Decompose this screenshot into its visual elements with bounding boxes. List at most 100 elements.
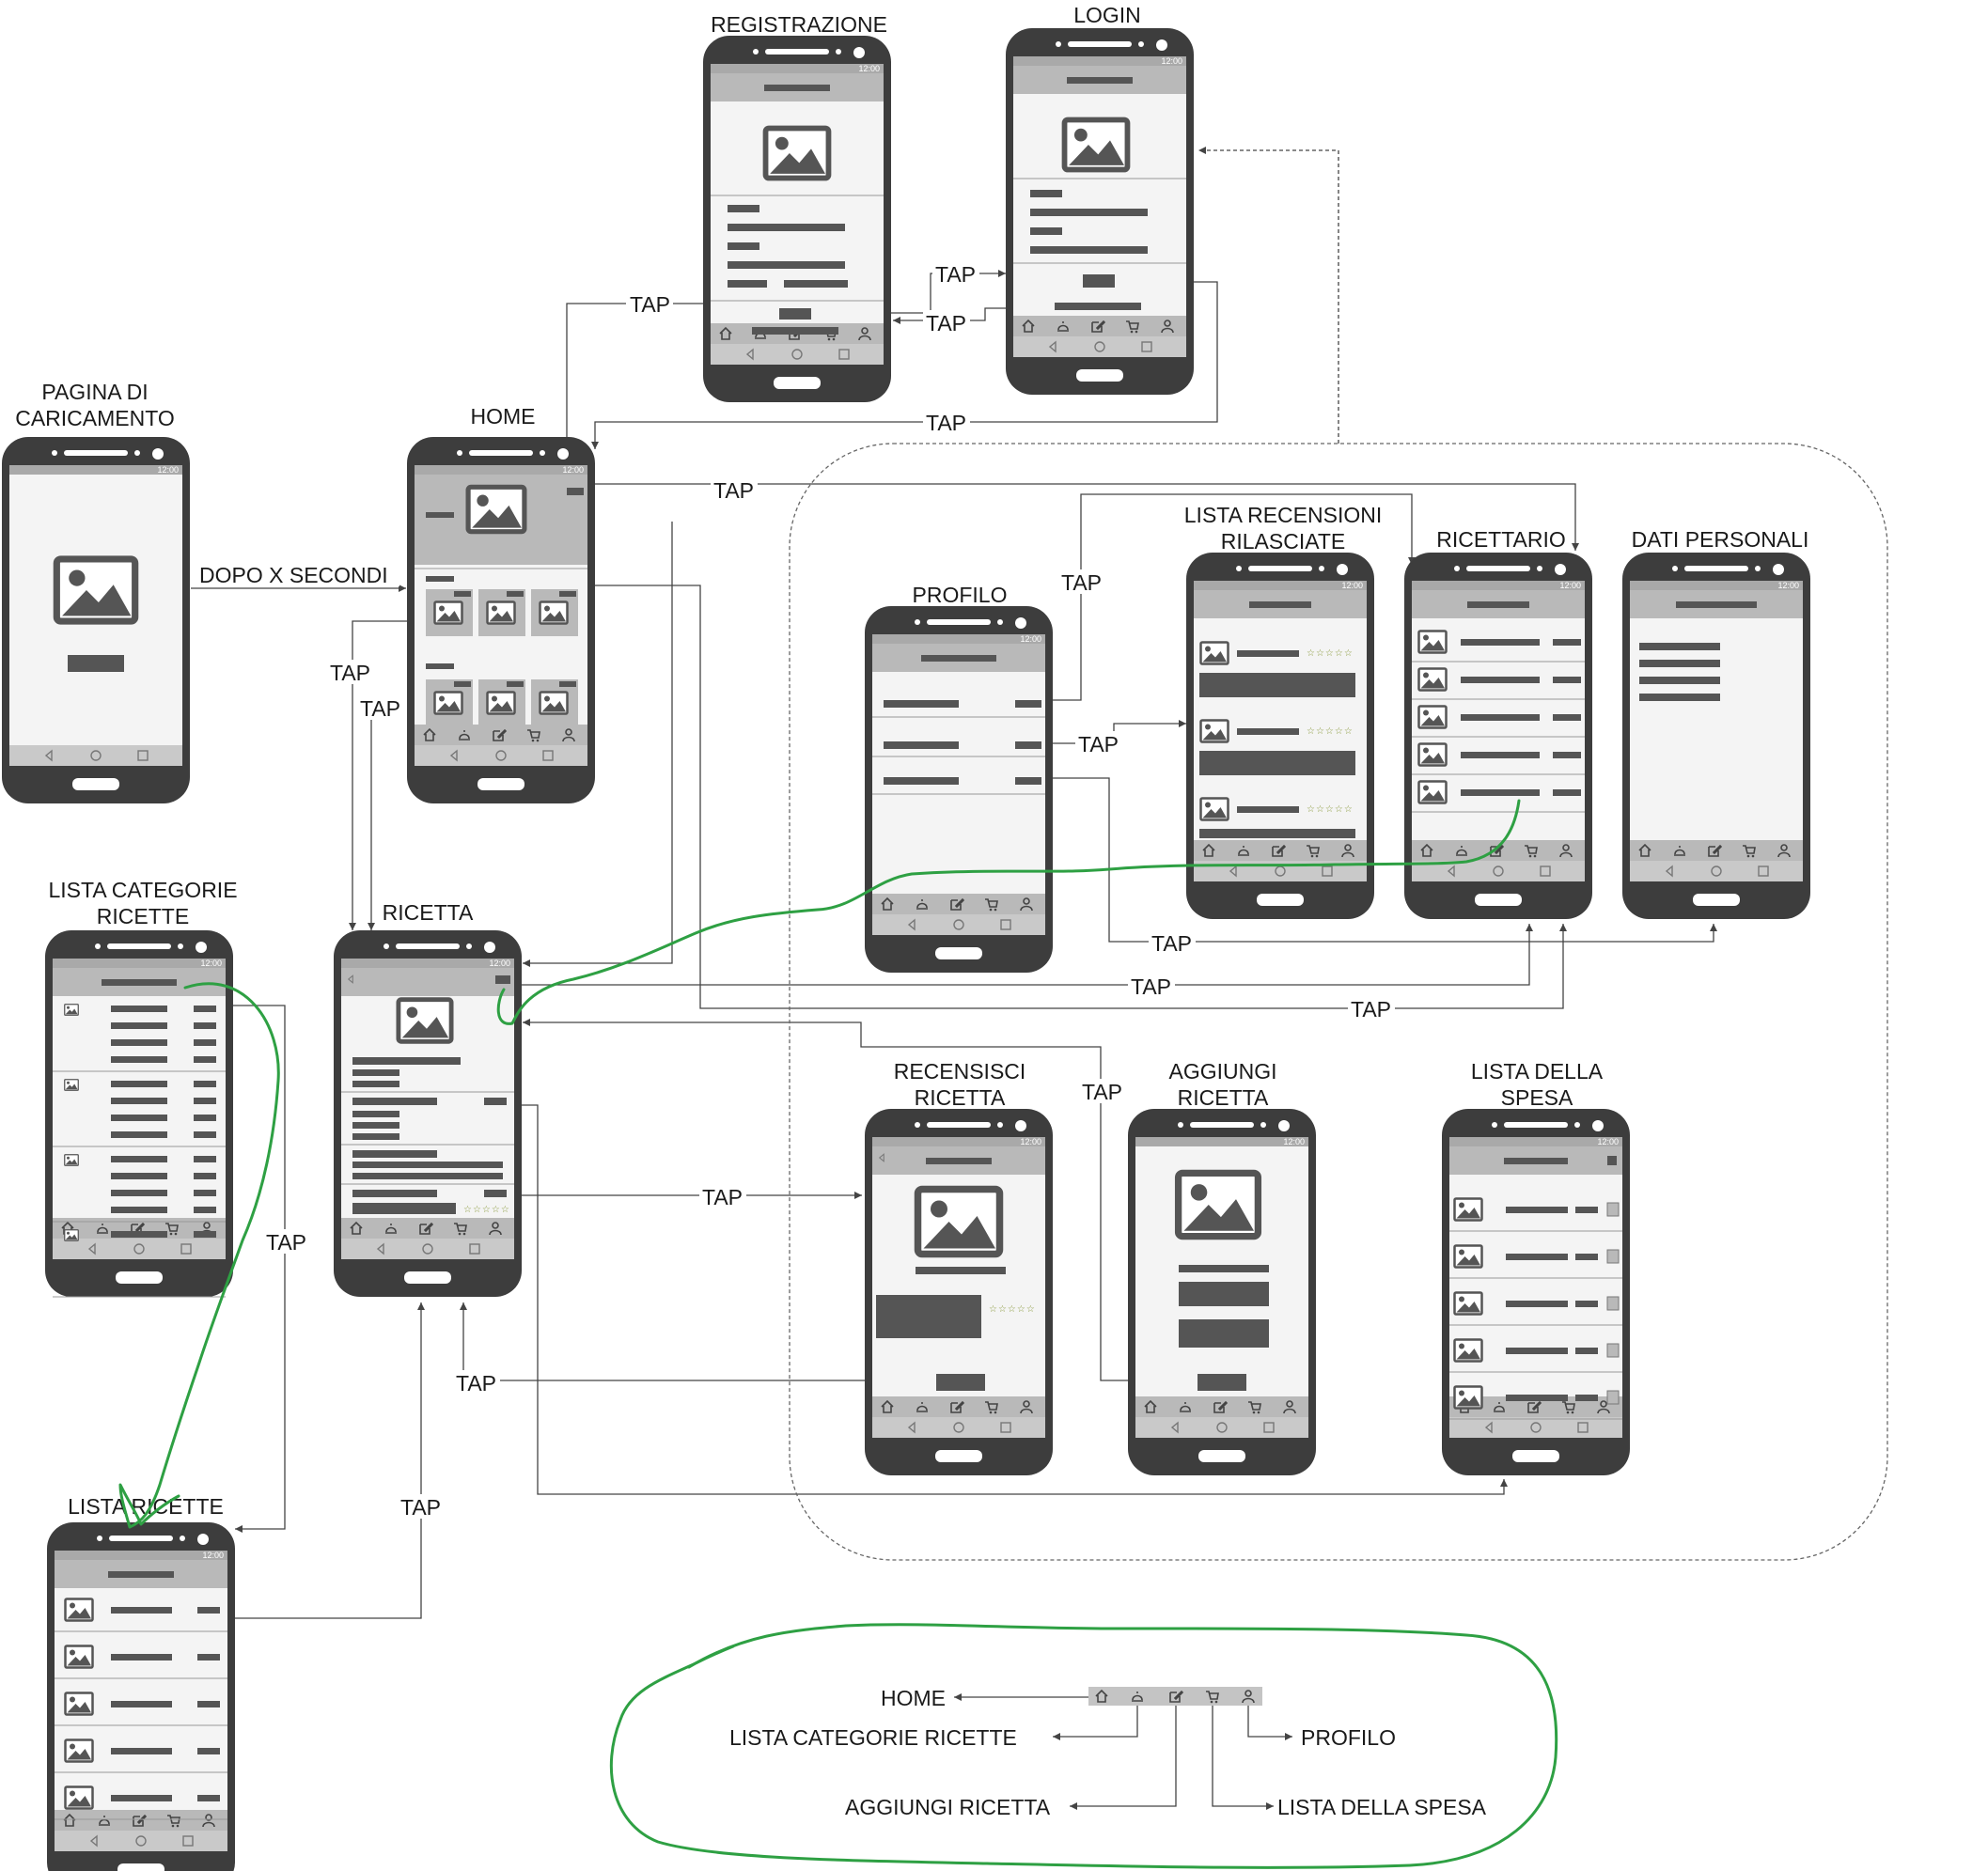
system-nav-bar [341, 1239, 514, 1259]
text-line [1506, 1254, 1568, 1260]
checkbox[interactable] [1606, 1390, 1620, 1405]
text-line [352, 1111, 399, 1117]
label-tap: TAP [456, 1371, 496, 1395]
text-line [884, 700, 959, 708]
text-line [1055, 303, 1141, 310]
text-line [1030, 246, 1148, 254]
text-line [194, 1131, 216, 1138]
text-line [1237, 728, 1299, 735]
sensor-dot [1138, 41, 1144, 47]
system-nav-bar [1013, 336, 1186, 357]
phone-lista-recensioni: 12:00☆☆☆☆☆☆☆☆☆☆☆☆☆☆☆ [1186, 553, 1374, 919]
text-line [1575, 1395, 1598, 1401]
title-aggiungi-ricetta: AGGIUNGI [1168, 1059, 1276, 1084]
text-line [111, 1039, 167, 1046]
text-line [111, 1207, 167, 1213]
text-line [194, 1006, 216, 1012]
arrow-home-to-ricetta-a [523, 522, 673, 967]
screen-titles: PAGINA DI CARICAMENTO HOME REGISTRAZIONE… [15, 3, 1808, 1519]
title-pagina-di-caricamento: PAGINA DI [41, 380, 148, 404]
status-bar [1135, 1137, 1308, 1146]
hardware-home-button [1257, 894, 1304, 906]
text-line [352, 1162, 503, 1168]
text-line [1461, 714, 1540, 721]
image-icon [64, 1154, 79, 1166]
image-icon [64, 1004, 79, 1016]
system-nav-bar [872, 1417, 1045, 1438]
phone-recensisci: 12:00☆☆☆☆☆ [865, 1109, 1053, 1475]
phone-screen [872, 1137, 1045, 1438]
text-line [728, 224, 845, 231]
checkbox[interactable] [1606, 1343, 1620, 1358]
text-line [194, 1190, 216, 1196]
label-dopo-x-secondi: DOPO X SECONDI [199, 563, 388, 587]
hardware-home-button [404, 1271, 451, 1284]
title-lista-recensioni-rilasciate: LISTA RECENSIONI [1184, 503, 1382, 527]
speaker-grille [1248, 566, 1312, 571]
status-bar [55, 1551, 227, 1560]
sensor-dot [1056, 41, 1061, 47]
system-nav-bar [53, 1239, 226, 1259]
sensor-dot [95, 943, 101, 949]
text-line [916, 1267, 1006, 1274]
hardware-home-button [117, 1863, 164, 1871]
status-time: 12:00 [858, 64, 880, 73]
rating-stars: ☆☆☆☆☆ [463, 1205, 510, 1215]
sensor-dot [1492, 1122, 1497, 1128]
checkbox[interactable] [1606, 1296, 1620, 1311]
text-line [352, 1173, 503, 1179]
phone-registrazione: 12:00 [703, 36, 891, 402]
card-badge [454, 681, 471, 687]
status-time: 12:00 [489, 959, 510, 968]
system-nav-bar [415, 745, 587, 766]
text-line [352, 1057, 461, 1065]
label-tap: TAP [713, 478, 754, 503]
hero-caption [426, 512, 454, 518]
phone-ricettario: 12:00 [1404, 553, 1592, 919]
image-icon [1065, 119, 1128, 169]
label-tap: TAP [1082, 1080, 1122, 1104]
image-icon [918, 1190, 1000, 1255]
arrow-profilo-to-recensioni [1047, 493, 1416, 701]
text-line [1553, 752, 1581, 758]
label-tap: TAP [935, 262, 976, 287]
speaker-grille [107, 943, 171, 949]
title-profilo: PROFILO [913, 583, 1008, 607]
image-icon [64, 1692, 94, 1716]
review-text-block [1199, 829, 1355, 838]
hardware-home-button [1693, 894, 1740, 906]
image-icon [766, 128, 829, 178]
speaker-grille [1068, 41, 1132, 47]
register-button [779, 308, 811, 320]
section-title [426, 576, 454, 582]
legend-label-profilo: PROFILO [1301, 1725, 1396, 1750]
text-line [111, 1231, 167, 1238]
section-title [426, 663, 454, 669]
text-line [1015, 700, 1041, 708]
image-icon [433, 691, 463, 715]
checkbox[interactable] [1606, 1249, 1620, 1264]
front-camera [484, 942, 495, 953]
label-tap: TAP [400, 1495, 441, 1520]
text-line [111, 1173, 167, 1179]
status-bar [53, 959, 226, 968]
text-line [111, 1098, 167, 1104]
text-line [352, 1133, 399, 1140]
text-line [1639, 677, 1720, 684]
arrow-registrazione-to-home [563, 303, 703, 450]
text-line [1639, 694, 1720, 701]
title-ricettario: RICETTARIO [1436, 527, 1566, 552]
front-camera [196, 942, 207, 953]
hardware-home-button [774, 377, 821, 389]
label-tap: TAP [630, 292, 670, 317]
image-icon [539, 691, 569, 715]
arrow-ricetta-to-ricettario [515, 924, 1533, 986]
text-line [1639, 660, 1720, 667]
image-icon [1199, 797, 1229, 821]
status-bar [1449, 1137, 1622, 1146]
header-title-bar [921, 655, 996, 662]
image-icon [399, 1000, 451, 1042]
checkbox[interactable] [1606, 1202, 1620, 1217]
title-registrazione: REGISTRAZIONE [711, 12, 887, 37]
sensor-dot [180, 1536, 185, 1541]
